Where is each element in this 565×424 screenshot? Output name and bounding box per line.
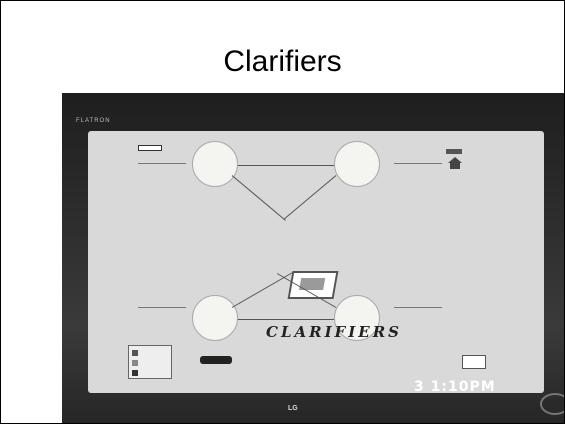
power-icon [540,393,564,415]
screen-title: CLARIFIERS [266,323,403,341]
legend-swatch [132,350,138,356]
clarifier-1 [192,141,238,187]
house-icon [448,157,462,169]
clarifier-3 [192,295,238,341]
slide-title: Clarifiers [223,45,342,78]
clock-readout: 3 1:10PM [414,379,496,395]
lg-logo: LG [288,405,298,412]
legend-box [128,345,172,379]
clarifier-4 [334,295,380,341]
monitor-screen [88,131,544,393]
monitor-brand: FLATRON [76,118,111,124]
sludge-row-1 [138,163,186,168]
screen-nav-button [200,356,232,364]
sludge-row-3 [138,307,186,312]
plant-button [462,355,486,369]
monitor-photo: FLATRON [62,93,564,423]
sludge-row-4 [394,307,442,312]
legend-swatch [132,370,138,376]
connector-line [238,165,334,166]
connector-line [283,175,337,220]
sludge-row-2 [394,163,442,168]
connector-line [238,319,334,320]
screen-top-button [138,145,162,151]
home-button [446,149,462,154]
connector-line [231,175,286,221]
legend-swatch [132,360,138,366]
clarifier-2 [334,141,380,187]
